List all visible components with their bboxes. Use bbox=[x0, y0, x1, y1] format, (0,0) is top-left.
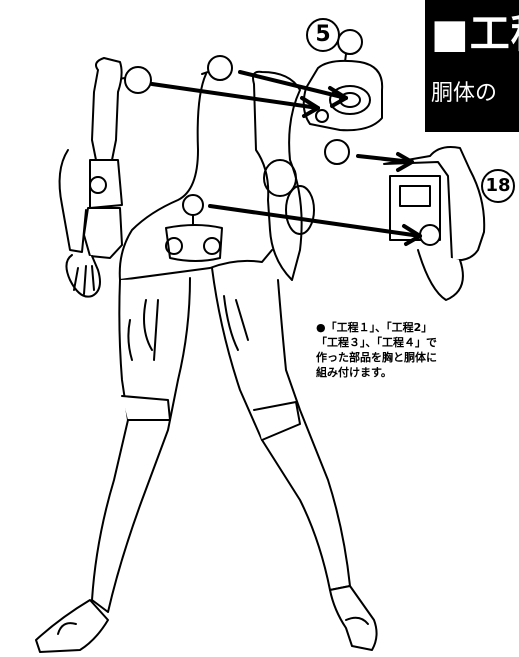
instruction-line: 「工程３」、「工程４」で bbox=[316, 336, 437, 349]
instruction-line: 作った部品を胸と胴体に bbox=[316, 351, 437, 364]
assembly-arrows bbox=[150, 70, 422, 246]
step-header: ■工程 胴体の bbox=[425, 0, 519, 132]
step-title: ■工程 bbox=[431, 11, 519, 57]
arrow-chest-to-waist bbox=[356, 154, 414, 164]
instruction-line: 組み付けます。 bbox=[316, 366, 392, 379]
right-leg bbox=[211, 267, 378, 651]
step-subtitle: 胴体の bbox=[431, 81, 498, 106]
torso-body bbox=[118, 55, 315, 281]
left-leg bbox=[35, 277, 191, 653]
arrow-arm-to-chest bbox=[150, 82, 320, 110]
arrow-hip-to-waist bbox=[208, 204, 422, 238]
arrow-arm-to-chest-2 bbox=[238, 70, 348, 100]
instruction-line: ●「工程１」、「工程2」 bbox=[316, 321, 433, 334]
part-number-18-callout: 18 bbox=[481, 169, 515, 203]
left-arm-part bbox=[58, 57, 152, 298]
waist-part bbox=[383, 146, 486, 301]
instruction-note: ●「工程１」、「工程2」 「工程３」、「工程４」で 作った部品を胸と胴体に 組み… bbox=[316, 320, 491, 380]
hip-joint bbox=[165, 194, 223, 262]
part-number-5-callout: 5 bbox=[306, 18, 340, 52]
